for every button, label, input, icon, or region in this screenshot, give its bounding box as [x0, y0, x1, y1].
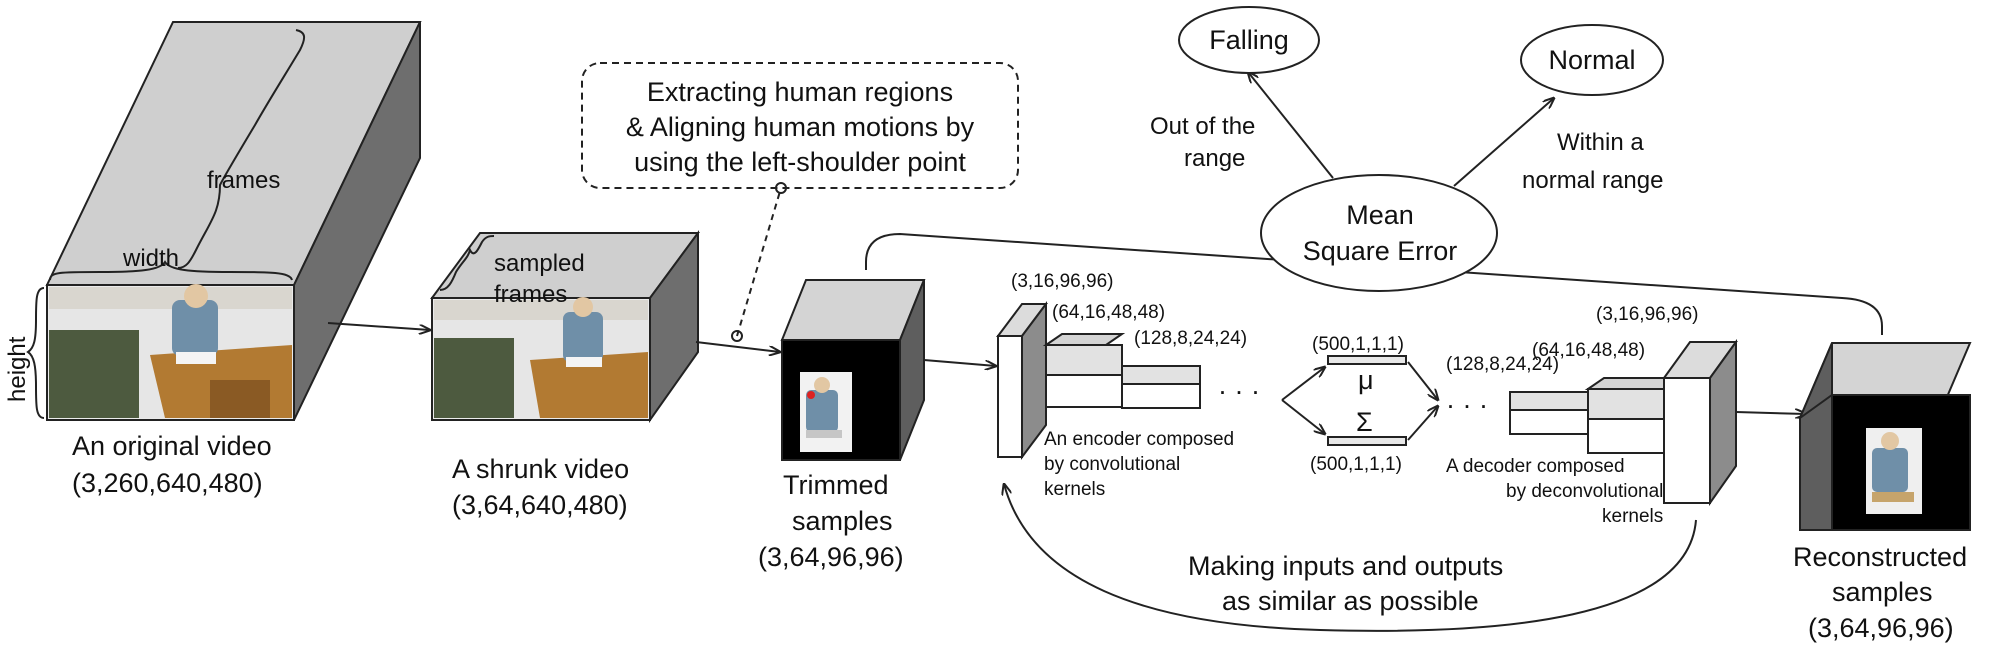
trimmed-caption: Trimmed [783, 470, 889, 500]
arrow-original-to-shrunk [327, 322, 430, 330]
mu-label: μ [1358, 365, 1374, 395]
encoder-block-1 [996, 301, 1048, 460]
shrunk-video-frame-image [434, 297, 648, 418]
encoder-dim-1: (3,16,96,96) [1011, 271, 1113, 292]
shrunk-video-caption: A shrunk video [452, 454, 629, 484]
reconstructed-dims: (3,64,96,96) [1808, 613, 1954, 643]
encoder-dim-3: (128,8,24,24) [1134, 328, 1247, 349]
mse-line-2: Square Error [1303, 236, 1458, 266]
decoder-caption-3: kernels [1602, 506, 1663, 527]
arrow-decoder-to-reconstructed [1735, 412, 1806, 414]
trimmed-samples-label: samples [792, 506, 893, 536]
shrunk-video-dims: (3,64,640,480) [452, 490, 628, 520]
arrow-mse-to-falling [1248, 72, 1334, 179]
original-video-dims: (3,260,640,480) [72, 468, 263, 498]
callout-line-2: & Aligning human motions by [626, 112, 975, 142]
height-label: height [4, 336, 31, 402]
falling-label: Falling [1209, 25, 1289, 55]
decoder-dim-2: (64,16,48,48) [1532, 340, 1645, 361]
decoder-block-2 [1584, 377, 1684, 454]
arrow-shrunk-to-trimmed [695, 341, 780, 352]
within-range-2: normal range [1522, 167, 1663, 194]
encoder-caption-1: An encoder composed [1044, 429, 1234, 450]
frames-brace [177, 29, 306, 269]
width-brace [49, 260, 293, 281]
reconstructed-sample-image [1866, 428, 1922, 514]
falling-ellipse [1178, 6, 1320, 74]
decoder-dim-1: (128,8,24,24) [1446, 354, 1559, 375]
callout-line-1: Extracting human regions [647, 77, 953, 107]
reconstructed-caption: Reconstructed [1793, 542, 1967, 572]
arrow-trimmed-to-encoder [923, 359, 996, 366]
encoder-caption-3: kernels [1044, 479, 1105, 500]
original-video-box [26, 21, 422, 421]
decoder-block-1 [1509, 391, 1589, 435]
trimmed-dims: (3,64,96,96) [758, 542, 904, 572]
encoder-dim-2: (64,16,48,48) [1052, 302, 1165, 323]
arrow-to-mu [1281, 367, 1325, 401]
decoder-caption-2: by deconvolutional [1506, 481, 1663, 502]
callout-connector [736, 187, 782, 337]
normal-label: Normal [1548, 45, 1635, 75]
within-range-1: Within a [1557, 129, 1644, 156]
original-video-caption: An original video [72, 431, 272, 461]
sampled-frames-brace [439, 235, 495, 291]
callout-box [581, 62, 1019, 189]
frames-label: frames [207, 167, 280, 194]
feedback-curve [1004, 484, 1697, 632]
height-brace [26, 287, 45, 419]
decoder-dim-3: (3,16,96,96) [1596, 304, 1698, 325]
arrow-to-sigma [1281, 399, 1325, 434]
sampled-label: sampled [494, 250, 585, 277]
shrunk-video-box [430, 229, 700, 424]
decoder-caption-1: A decoder composed [1446, 456, 1625, 477]
making-line-1: Making inputs and outputs [1188, 551, 1503, 581]
trimmed-sample-image [800, 372, 852, 452]
latent-dim-bottom: (500,1,1,1) [1310, 454, 1402, 475]
arrow-mse-to-normal [1453, 98, 1554, 187]
sigma-label: Σ [1356, 407, 1373, 437]
normal-ellipse [1520, 24, 1664, 96]
reconstructed-samples-box [1798, 342, 1972, 531]
callout-line-3: using the left-shoulder point [634, 147, 966, 177]
encoder-block-3 [1121, 365, 1201, 409]
encoder-dots: · · · [1218, 376, 1260, 406]
mse-line-1: Mean [1346, 200, 1414, 230]
reconstructed-samples-label: samples [1832, 577, 1933, 607]
latent-dim-top: (500,1,1,1) [1312, 334, 1404, 355]
encoder-block-2 [1042, 333, 1126, 408]
sigma-bar [1327, 436, 1407, 446]
trimmed-samples-box [780, 279, 926, 461]
mse-ellipse [1260, 174, 1498, 292]
making-line-2: as similar as possible [1222, 586, 1479, 616]
decoder-block-3 [1662, 338, 1738, 507]
encoder-caption-2: by convolutional [1044, 454, 1180, 475]
sampled-frames-label: frames [494, 281, 567, 308]
arrow-mu-to-decoder [1407, 361, 1438, 400]
arrow-sigma-to-decoder [1407, 406, 1438, 441]
video-frame-image [49, 284, 292, 418]
decoder-dots: · · · [1446, 390, 1488, 420]
out-of-range-1: Out of the [1150, 113, 1255, 140]
width-label: width [122, 245, 179, 272]
out-of-range-2: range [1184, 145, 1245, 172]
mu-bar [1327, 355, 1407, 365]
